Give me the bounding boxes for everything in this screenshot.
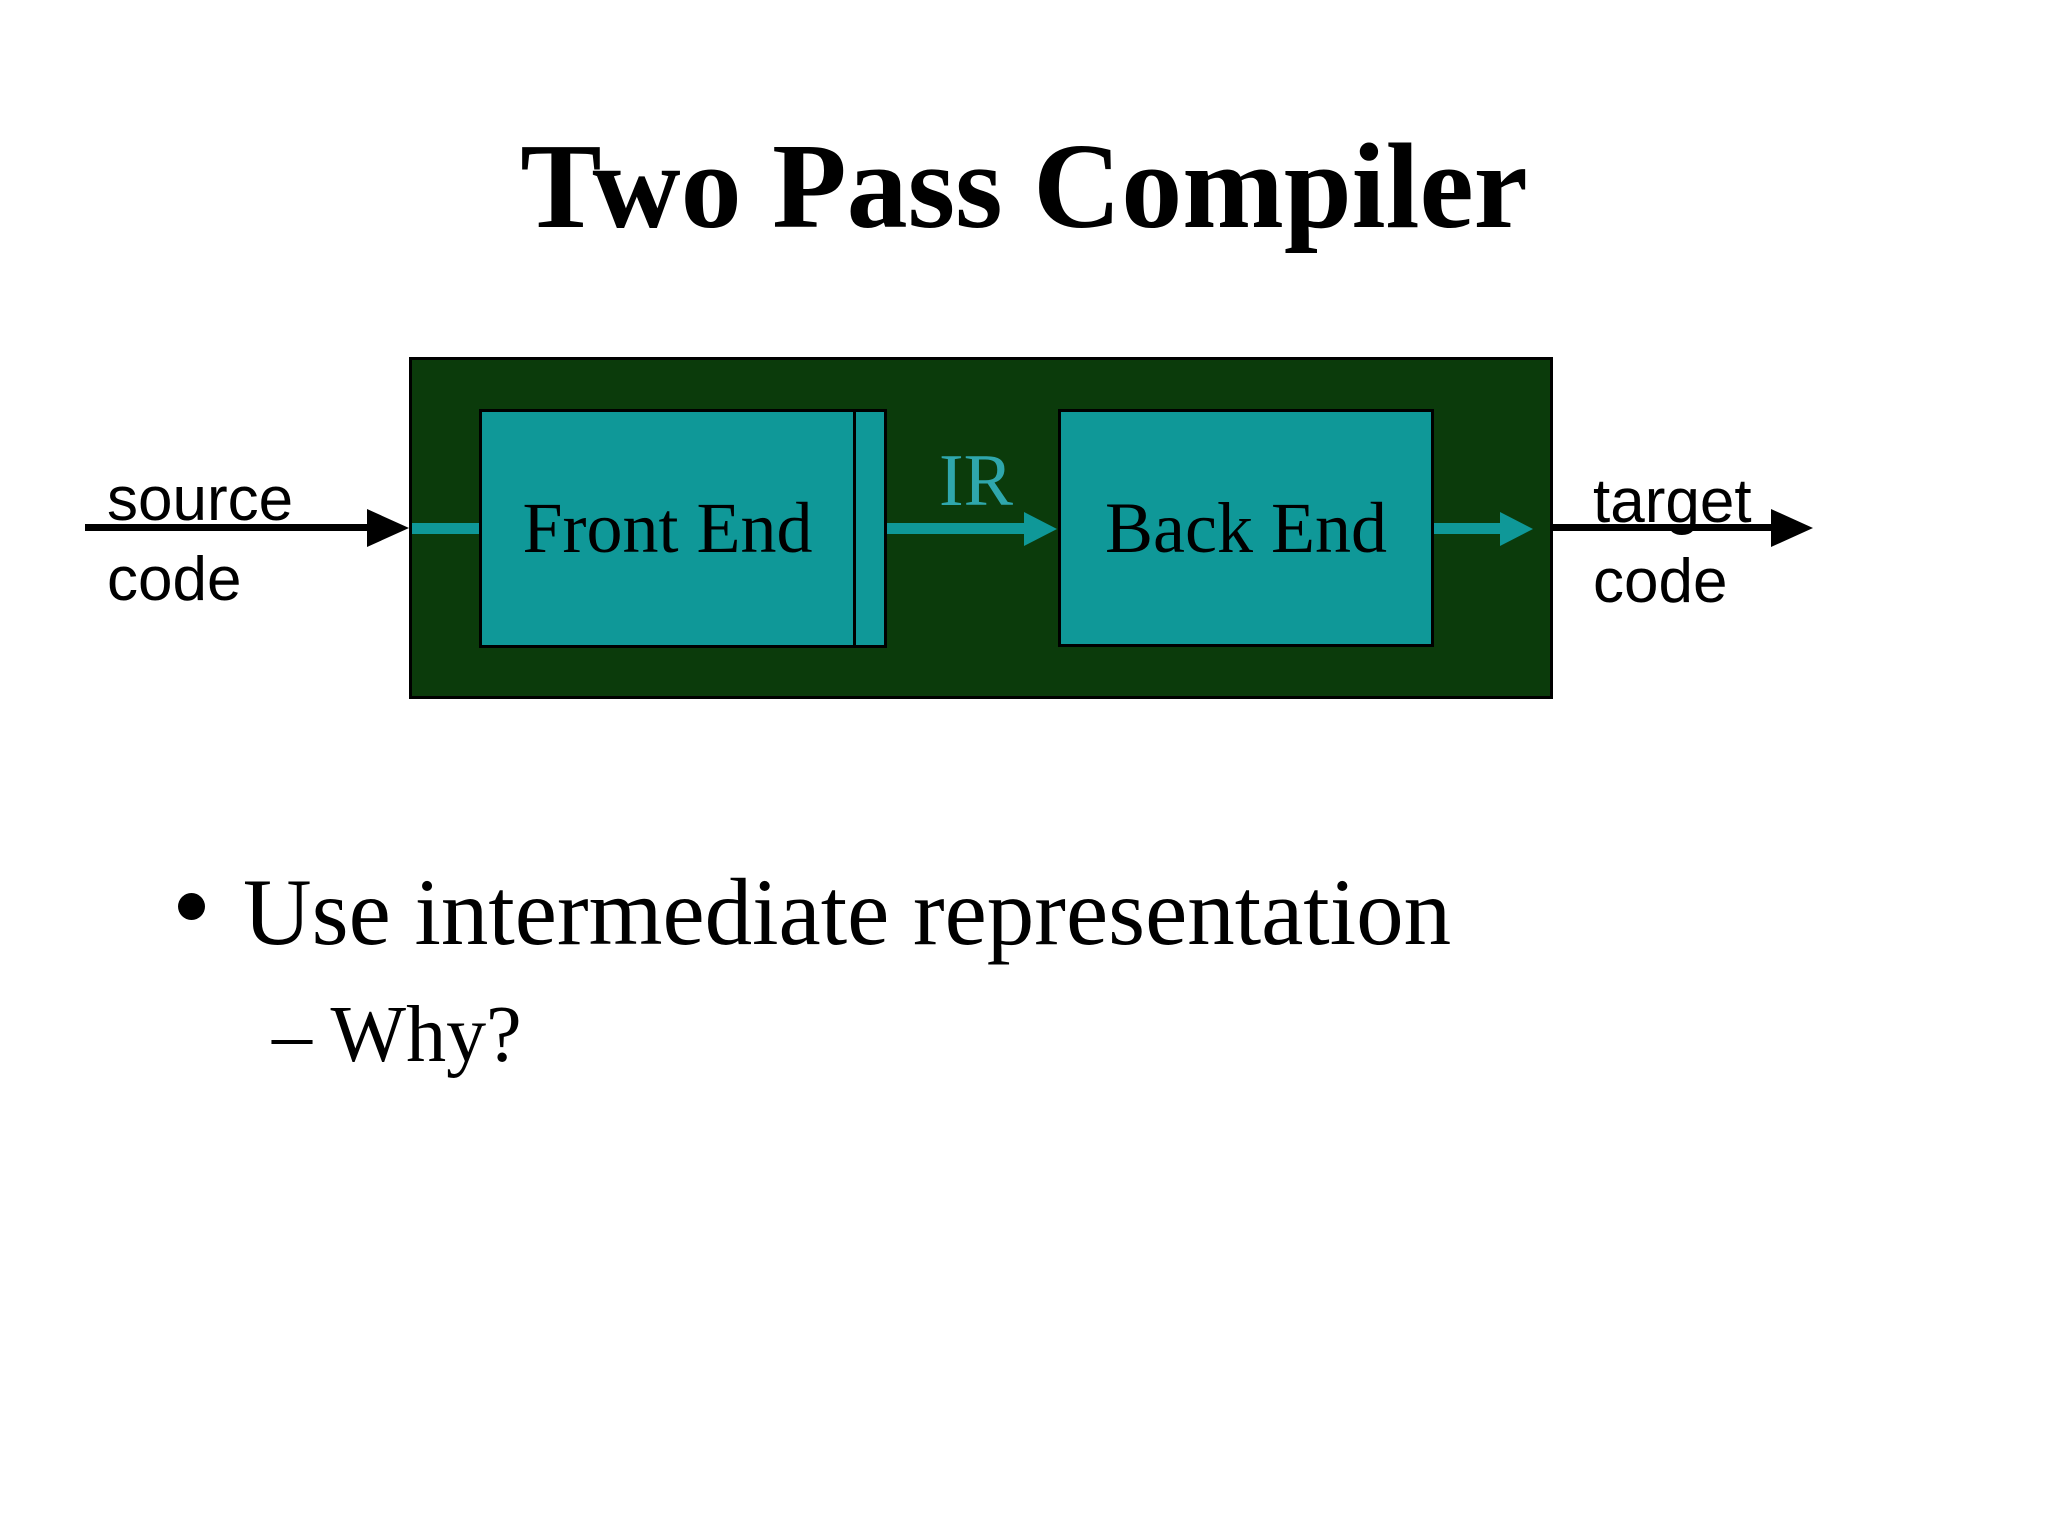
ir-label: IR	[939, 440, 1013, 522]
ir-arrow-shaft	[887, 523, 1024, 534]
slide-title: Two Pass Compiler	[520, 119, 1528, 254]
bullet-dot	[178, 893, 205, 920]
back-end-label: Back End	[1105, 487, 1387, 568]
bullet-main-text: Use intermediate representation	[243, 859, 1452, 965]
source-code-label: source code	[107, 460, 293, 620]
front-end-box: Front End	[479, 409, 887, 648]
target-code-label-line1: target	[1593, 467, 1752, 536]
source-code-label-line1: source	[107, 465, 294, 534]
target-arrow-shaft	[1553, 524, 1771, 531]
front-end-divider	[853, 412, 856, 645]
target-code-label: target code	[1593, 462, 1752, 622]
source-arrow-head	[367, 509, 409, 547]
target-code-label-line2: code	[1593, 547, 1728, 616]
source-arrow-shaft	[85, 524, 367, 531]
front-end-label: Front End	[522, 488, 813, 568]
back-end-box: Back End	[1058, 409, 1434, 647]
output-arrow-shaft	[1434, 523, 1500, 534]
target-arrow-head	[1771, 509, 1813, 547]
bullet-sub-text: – Why?	[272, 991, 522, 1079]
output-arrow-head	[1500, 512, 1533, 546]
source-code-label-line2: code	[107, 545, 242, 614]
compiler-diagram: Front End IR Back End	[409, 357, 1553, 699]
input-stub-arrow	[412, 523, 479, 534]
ir-arrow-head	[1024, 512, 1057, 546]
